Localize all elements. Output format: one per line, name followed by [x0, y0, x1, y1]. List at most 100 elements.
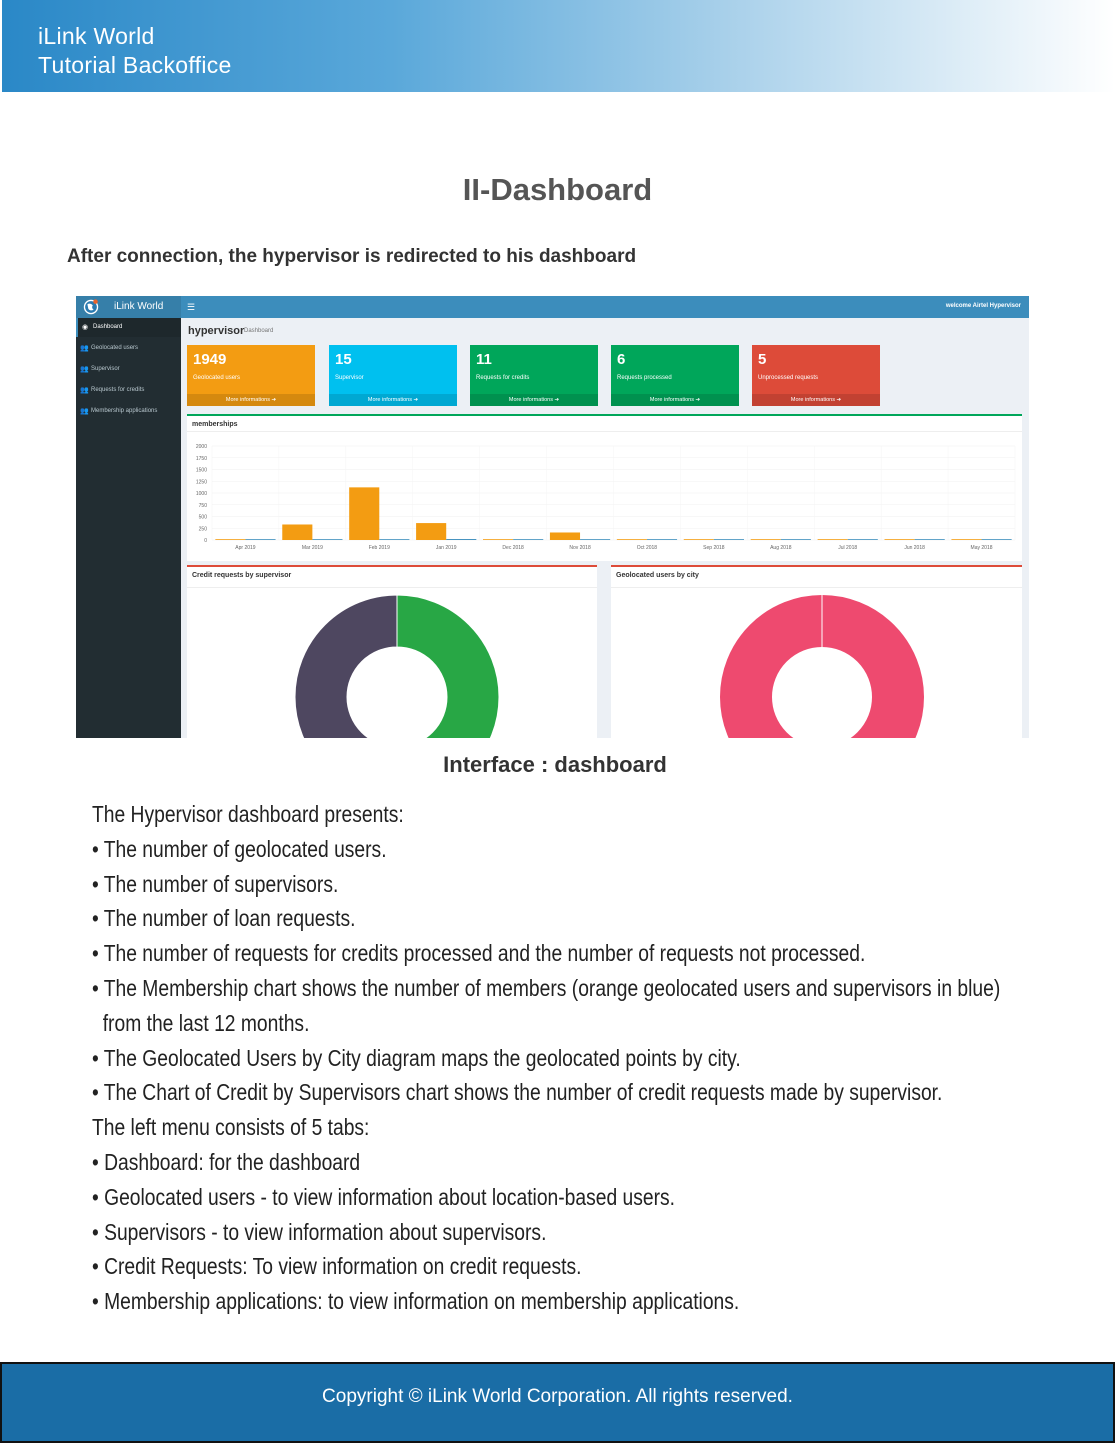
geolocated-by-city-title: Geolocated users by city: [616, 572, 699, 579]
bar: [282, 524, 313, 540]
geolocated-by-city-donut-chart: [720, 595, 924, 738]
brand: iLink World Tutorial Backoffice: [38, 22, 232, 80]
bar: [847, 539, 878, 540]
app-topbar: iLink World ☰ welcome Airtel Hypervisor: [76, 296, 1029, 318]
geolocated-by-city-panel: Geolocated users by city: [611, 565, 1022, 738]
body-line: • Supervisors - to view information abou…: [92, 1218, 547, 1245]
sidebar-item-supervisor[interactable]: 👥 Supervisor: [76, 360, 181, 379]
figure-caption: Interface : dashboard: [443, 752, 667, 777]
body-line: • Membership applications: to view infor…: [92, 1288, 740, 1315]
sidebar-item-dashboard[interactable]: ◉ Dashboard: [76, 318, 181, 337]
stat-value: 1949: [193, 351, 227, 368]
credit-requests-panel: Credit requests by supervisor: [187, 565, 597, 738]
bar: [683, 539, 714, 540]
body-line: • Geolocated users - to view information…: [92, 1183, 676, 1210]
stat-value: 5: [758, 351, 767, 368]
stat-label: Geolocated users: [193, 375, 241, 381]
bar: [914, 539, 945, 540]
stat-value: 11: [476, 351, 492, 368]
sidebar-item-label: Requests for credits: [91, 387, 145, 393]
panel-divider: [611, 587, 1022, 588]
more-info-link[interactable]: More informations ➔: [470, 394, 598, 406]
page-header: iLink World Tutorial Backoffice: [2, 0, 1115, 92]
users-icon: 👥: [80, 408, 89, 415]
app-logo[interactable]: iLink World: [76, 296, 181, 318]
x-tick-label: Dec 2018: [502, 545, 524, 551]
stat-value: 6: [617, 351, 626, 368]
pie-slice: [396, 594, 500, 738]
sidebar-item-geolocated-users[interactable]: 👥 Geolocated users: [76, 339, 181, 358]
panel-divider: [187, 587, 597, 588]
welcome-user[interactable]: welcome Airtel Hypervisor: [945, 303, 1021, 309]
bar: [646, 539, 678, 540]
stat-label: Unprocessed requests: [758, 375, 819, 381]
more-info-link[interactable]: More informations ➔: [329, 394, 457, 406]
y-tick-label: 1500: [196, 468, 207, 474]
stat-supervisor: 15 Supervisor More informations ➔: [329, 345, 457, 406]
body-line: • The number of requests for credits pro…: [92, 940, 866, 967]
bar: [379, 539, 410, 540]
users-icon: 👥: [80, 345, 89, 352]
y-tick-label: 1750: [196, 456, 207, 462]
page-footer: Copyright © iLink World Corporation. All…: [0, 1362, 1115, 1443]
bar: [951, 539, 982, 540]
bar: [416, 523, 447, 540]
bar: [713, 539, 744, 540]
body-line: • The number of geolocated users.: [92, 835, 387, 862]
globe-logo-icon: [83, 299, 99, 315]
bar: [349, 487, 380, 540]
stat-requests-for-credits: 11 Requests for credits More information…: [470, 345, 598, 406]
stat-label: Supervisor: [335, 375, 364, 381]
more-info-link[interactable]: More informations ➔: [752, 394, 880, 406]
x-tick-label: Jul 2018: [838, 545, 857, 551]
app-content: hypervisor Dashboard 1949 Geolocated use…: [181, 318, 1029, 738]
content-breadcrumb: Dashboard: [244, 328, 274, 334]
users-icon: 👥: [80, 387, 89, 394]
sidebar-item-label: Geolocated users: [91, 345, 139, 351]
y-tick-label: 0: [204, 538, 207, 544]
memberships-title: memberships: [192, 421, 238, 428]
y-tick-label: 250: [199, 526, 208, 532]
bar: [817, 539, 848, 540]
content-title: hypervisor: [188, 325, 245, 337]
stat-geolocated-users: 1949 Geolocated users More informations …: [187, 345, 315, 406]
body-line: • The number of loan requests.: [92, 905, 356, 932]
x-tick-label: Jan 2019: [436, 545, 457, 551]
y-tick-label: 500: [199, 515, 208, 521]
x-tick-label: Aug 2018: [770, 545, 792, 551]
sidebar-item-label: Membership applications: [91, 408, 158, 414]
body-line: • The number of supervisors.: [92, 870, 339, 897]
app-logo-text: iLink World: [114, 301, 164, 312]
sidebar-item-requests-for-credits[interactable]: 👥 Requests for credits: [76, 381, 181, 400]
app-sidebar: ◉ Dashboard 👥 Geolocated users 👥 Supervi…: [76, 318, 181, 738]
panel-divider: [187, 431, 1022, 432]
more-info-link[interactable]: More informations ➔: [611, 394, 739, 406]
bar: [215, 539, 246, 540]
stat-value: 15: [335, 351, 352, 368]
body-line: The left menu consists of 5 tabs:: [92, 1114, 370, 1141]
bar: [549, 532, 581, 540]
brand-line-1: iLink World: [38, 23, 155, 49]
stat-label: Requests for credits: [476, 375, 530, 381]
sidebar-item-label: Supervisor: [91, 366, 120, 372]
x-tick-label: Apr 2019: [235, 545, 256, 551]
menu-toggle-icon[interactable]: ☰: [187, 302, 196, 312]
bar: [750, 539, 781, 540]
bar: [780, 539, 811, 540]
stat-unprocessed-requests: 5 Unprocessed requests More informations…: [752, 345, 880, 406]
body-line: • The Membership chart shows the number …: [92, 974, 1001, 1001]
credit-requests-donut-chart: [294, 594, 500, 738]
x-tick-label: Oct 2018: [637, 545, 658, 551]
sidebar-item-membership-applications[interactable]: 👥 Membership applications: [76, 402, 181, 421]
bar: [446, 539, 477, 540]
bar: [884, 539, 915, 540]
intro-text: After connection, the hypervisor is redi…: [67, 246, 637, 267]
bar: [981, 539, 1012, 540]
more-info-link[interactable]: More informations ➔: [187, 394, 315, 406]
x-tick-label: Sep 2018: [703, 545, 725, 551]
body-line: • The Chart of Credit by Supervisors cha…: [92, 1079, 943, 1106]
y-tick-label: 750: [199, 503, 208, 509]
y-tick-label: 1250: [196, 479, 207, 485]
